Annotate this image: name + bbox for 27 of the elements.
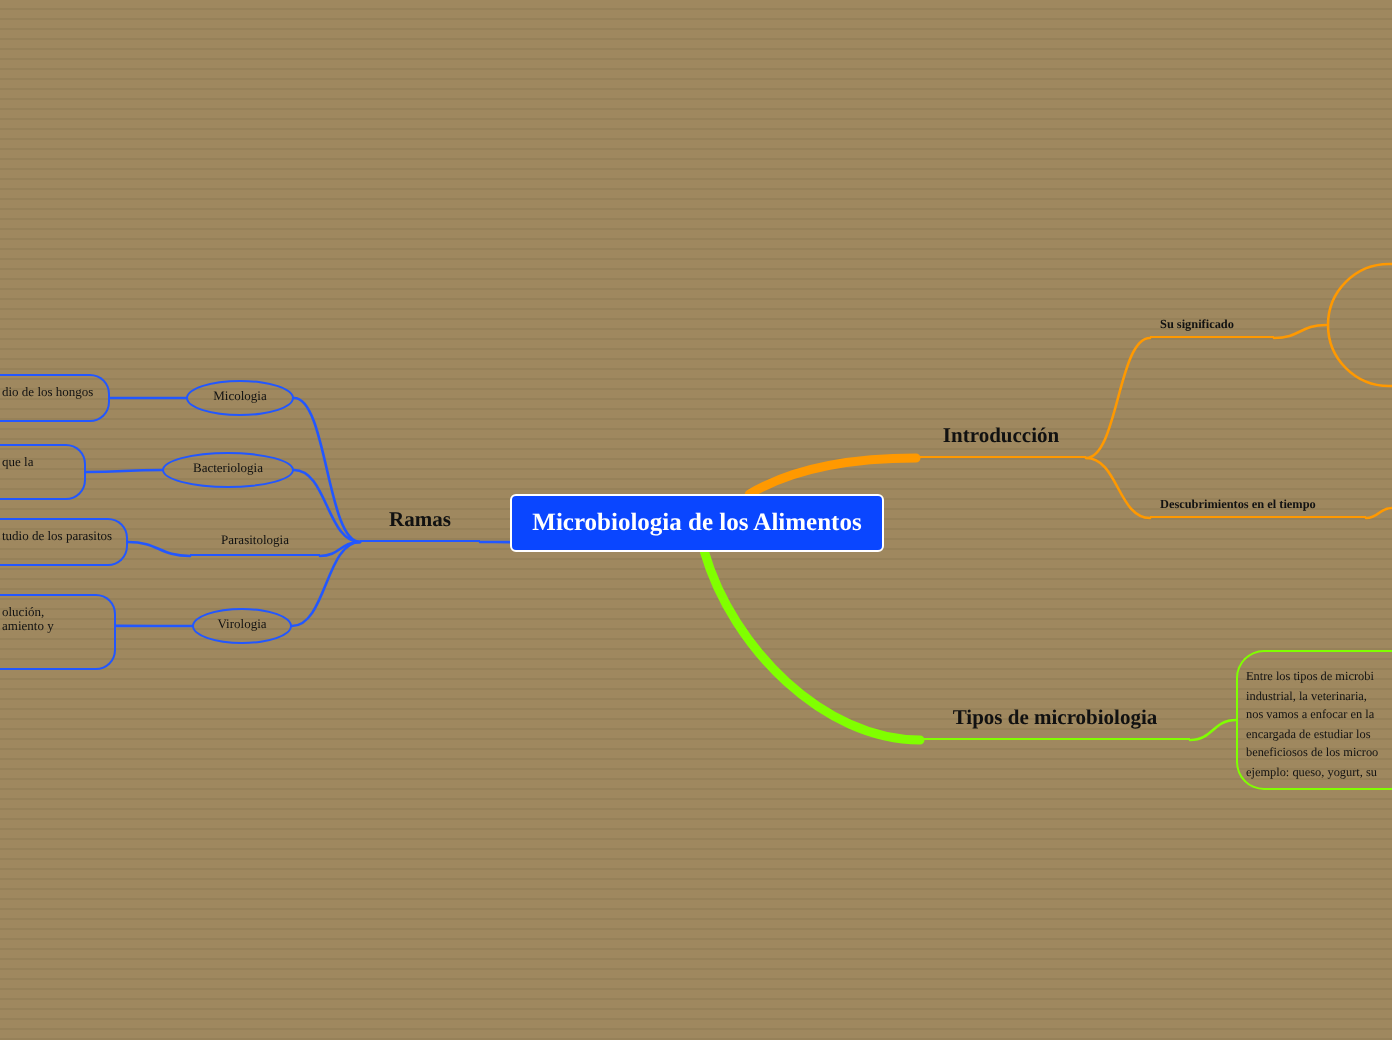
branch-connector xyxy=(1084,456,1152,520)
subtopic-ellipse xyxy=(192,608,292,644)
branch-connector xyxy=(1272,323,1328,340)
branch-connector xyxy=(1084,336,1152,460)
topic-title: Ramas xyxy=(389,509,451,534)
note-box xyxy=(0,374,110,422)
central-topic-title: Microbiologia de los Alimentos xyxy=(532,508,862,538)
branch-connector xyxy=(1364,506,1392,520)
central-topic-box xyxy=(510,494,884,552)
branch-connector xyxy=(114,624,194,628)
branch-connector xyxy=(744,453,921,499)
note-box xyxy=(1236,650,1392,790)
note-box xyxy=(0,594,116,670)
branch-connector xyxy=(108,396,188,400)
branch-connector xyxy=(84,468,164,474)
note-box xyxy=(0,518,128,566)
branch-connector xyxy=(126,540,192,558)
topic-title: Tipos de microbiologia xyxy=(952,707,1158,732)
branch-connector xyxy=(1188,718,1238,742)
note-box xyxy=(0,444,86,500)
topic-title: Introducción xyxy=(942,425,1060,450)
branch-connector xyxy=(700,547,925,745)
subtopic-ellipse xyxy=(162,452,294,488)
branch-connector xyxy=(292,468,362,544)
subtopic-ellipse xyxy=(186,380,294,416)
branch-connector xyxy=(478,540,512,544)
branch-connector xyxy=(290,540,362,628)
